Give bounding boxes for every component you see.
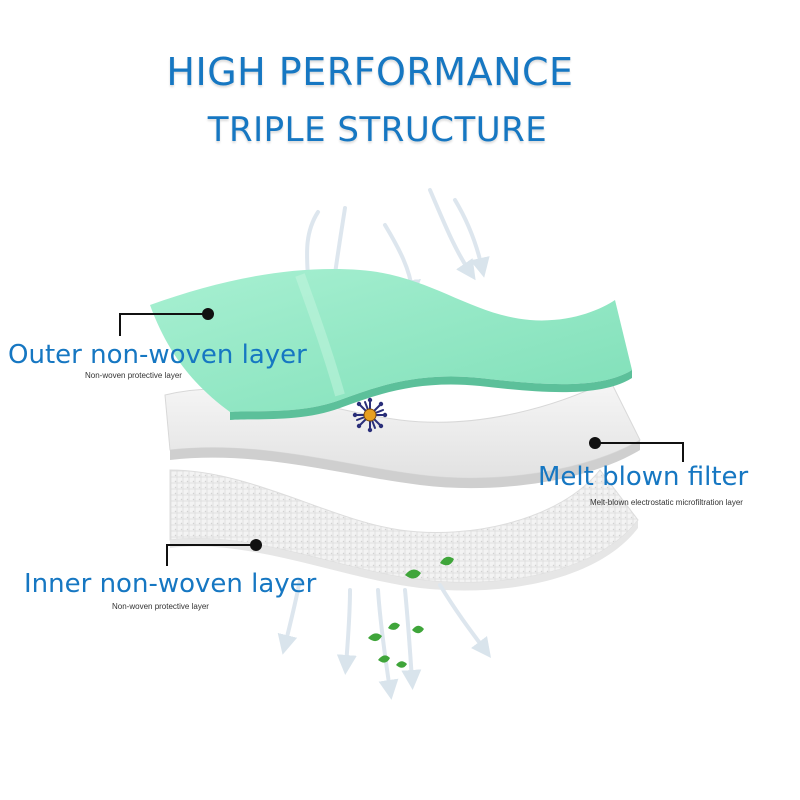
- inner-layer-description: Non-woven protective layer: [112, 602, 209, 611]
- leaf-icon: [405, 569, 421, 579]
- callout-dot-inner: [250, 539, 262, 551]
- callout-outer: [119, 313, 208, 336]
- inner-layer: [169, 469, 639, 591]
- melt-blown-label: Melt blown filter: [538, 462, 749, 492]
- title-line-2: TRIPLE STRUCTURE: [207, 110, 548, 150]
- airflow-arrow-icon: [438, 583, 491, 659]
- leaf-icon: [440, 556, 454, 566]
- leaves: [368, 556, 454, 668]
- title-line-1: HIGH PERFORMANCE: [166, 50, 574, 94]
- airflow-arrow-icon: [376, 588, 399, 700]
- leaf-icon: [396, 661, 407, 668]
- callout-dot-melt: [589, 437, 601, 449]
- inner-layer-label: Inner non-woven layer: [24, 569, 317, 599]
- callouts: [119, 313, 684, 566]
- airflow-arrow-icon: [453, 198, 490, 278]
- callout-dot-outer: [202, 308, 214, 320]
- melt-blown-description: Melt-blown electrostatic microfiltration…: [590, 498, 743, 507]
- callout-melt: [595, 442, 684, 462]
- airflow-arrow-icon: [401, 588, 422, 690]
- leaf-icon: [412, 625, 424, 634]
- outer-layer-label: Outer non-woven layer: [8, 340, 307, 370]
- particle-icon: [352, 397, 388, 433]
- outer-layer: [150, 269, 632, 420]
- leaf-icon: [368, 633, 382, 642]
- callout-inner: [166, 544, 256, 566]
- outer-layer-description: Non-woven protective layer: [85, 371, 182, 380]
- airflow-arrow-icon: [336, 588, 357, 675]
- airflow-arrow-icon: [277, 578, 302, 655]
- airflow-arrow-icon: [428, 188, 476, 281]
- leaf-icon: [388, 622, 400, 630]
- leaf-icon: [378, 655, 390, 663]
- airflow-arrows-bottom: [277, 578, 491, 700]
